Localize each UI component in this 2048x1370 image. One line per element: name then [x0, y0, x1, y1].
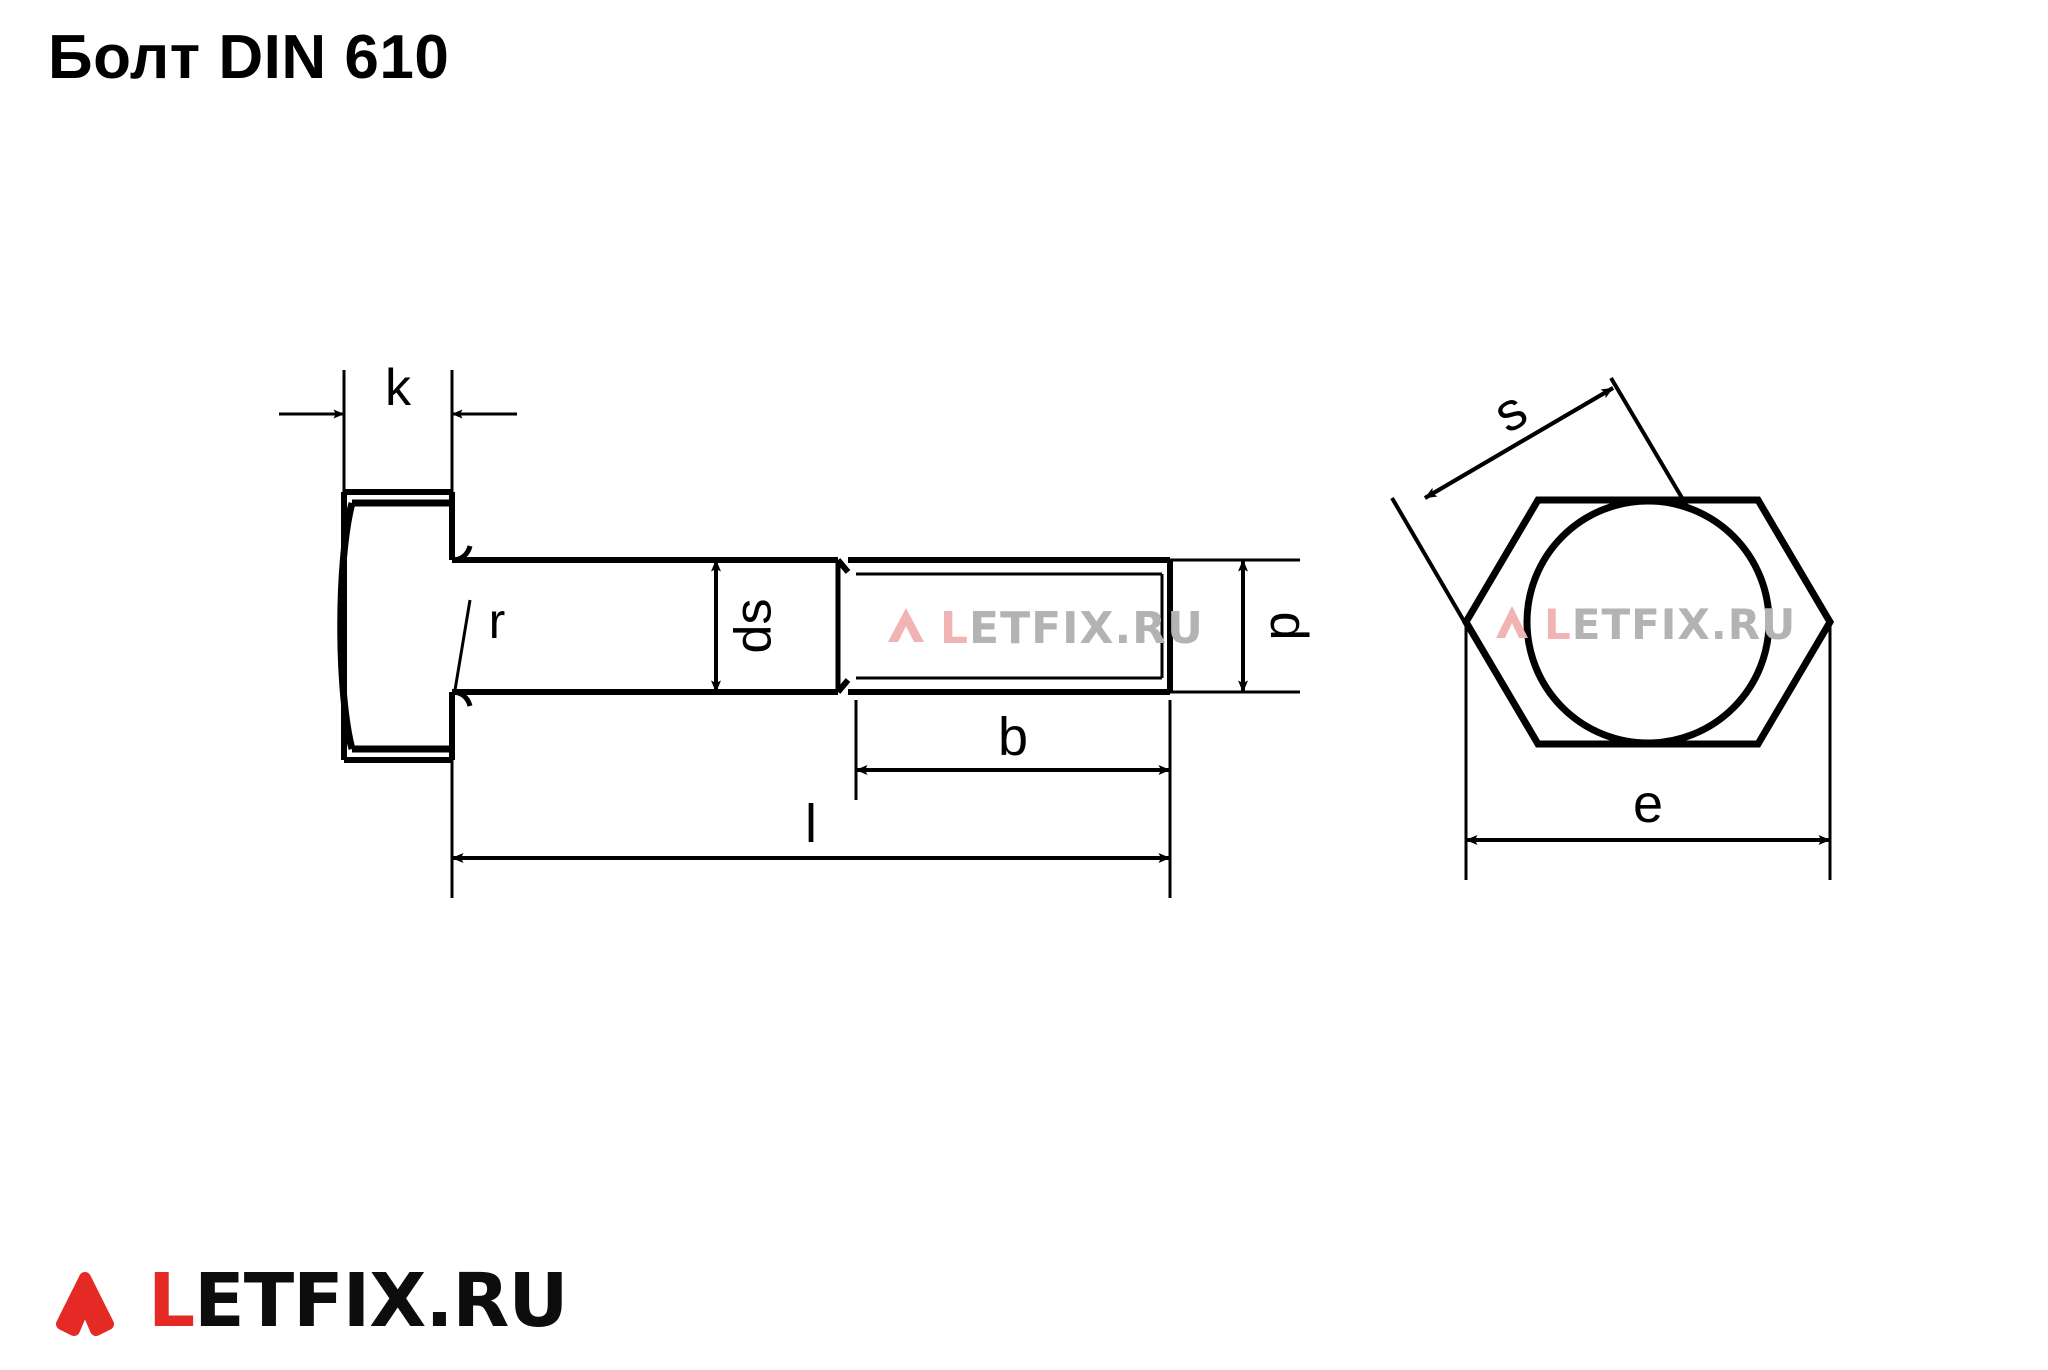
watermark-letters-rest-2: ETFIX.RU	[1572, 600, 1796, 649]
brand-wordmark-rest: ETFIX.RU	[194, 1258, 568, 1344]
watermark-chevron-icon	[888, 608, 924, 642]
watermark-letters-rest: ETFIX.RU	[969, 603, 1204, 654]
watermark-chevron-icon-2	[1496, 606, 1528, 638]
dimension-l: l	[450, 700, 1172, 898]
brand-logo[interactable]: LETFIX.RU	[48, 1258, 569, 1344]
dimension-label-l: l	[805, 794, 817, 854]
dimension-label-ds: ds	[725, 599, 783, 654]
dimension-label-b: b	[998, 707, 1028, 767]
head-chamfer-arc-left	[337, 502, 356, 750]
s-extension-lower-left	[1390, 496, 1470, 630]
bolt-shank	[451, 545, 851, 707]
dimension-label-s: s	[1483, 379, 1536, 444]
dimension-b: b	[854, 700, 1172, 800]
fillet-radius-arc-top	[451, 545, 473, 563]
dimension-k: k	[279, 359, 517, 500]
dimension-e: e	[1464, 622, 1832, 880]
dimension-ds: ds	[711, 559, 783, 693]
watermark-letter-l: L	[940, 603, 969, 654]
s-extension-upper-right	[1609, 376, 1690, 510]
end-view-group: s e LETFIX.RU	[1390, 376, 1835, 880]
dimension-r: r	[453, 593, 506, 691]
watermark-end-view: LETFIX.RU	[1496, 600, 1796, 649]
dimension-label-k: k	[385, 359, 412, 417]
bolt-thread	[848, 557, 1173, 695]
s-arrow-upper-right	[1423, 386, 1615, 500]
fillet-radius-arc-bottom	[451, 689, 473, 707]
page-title: Болт DIN 610	[48, 23, 450, 92]
watermark-text: LETFIX.RU	[940, 603, 1204, 654]
watermark-letter-l-2: L	[1544, 600, 1572, 649]
brand-wordmark: LETFIX.RU	[148, 1264, 569, 1338]
dimension-label-r: r	[489, 593, 506, 649]
dimension-label-p: p	[1253, 612, 1311, 641]
bolt-head	[337, 489, 455, 763]
letfix-chevron-icon	[56, 1272, 114, 1336]
r-leader-line	[453, 599, 472, 691]
dimension-label-e: e	[1633, 774, 1663, 834]
watermark-side-view: LETFIX.RU	[888, 603, 1204, 654]
brand-wordmark-first: L	[148, 1258, 195, 1344]
dimension-p: p	[1170, 558, 1311, 694]
hex-chamfer-circle	[1523, 497, 1773, 747]
watermark-text-2: LETFIX.RU	[1544, 600, 1796, 649]
side-view-group: k r ds p	[279, 359, 1311, 898]
